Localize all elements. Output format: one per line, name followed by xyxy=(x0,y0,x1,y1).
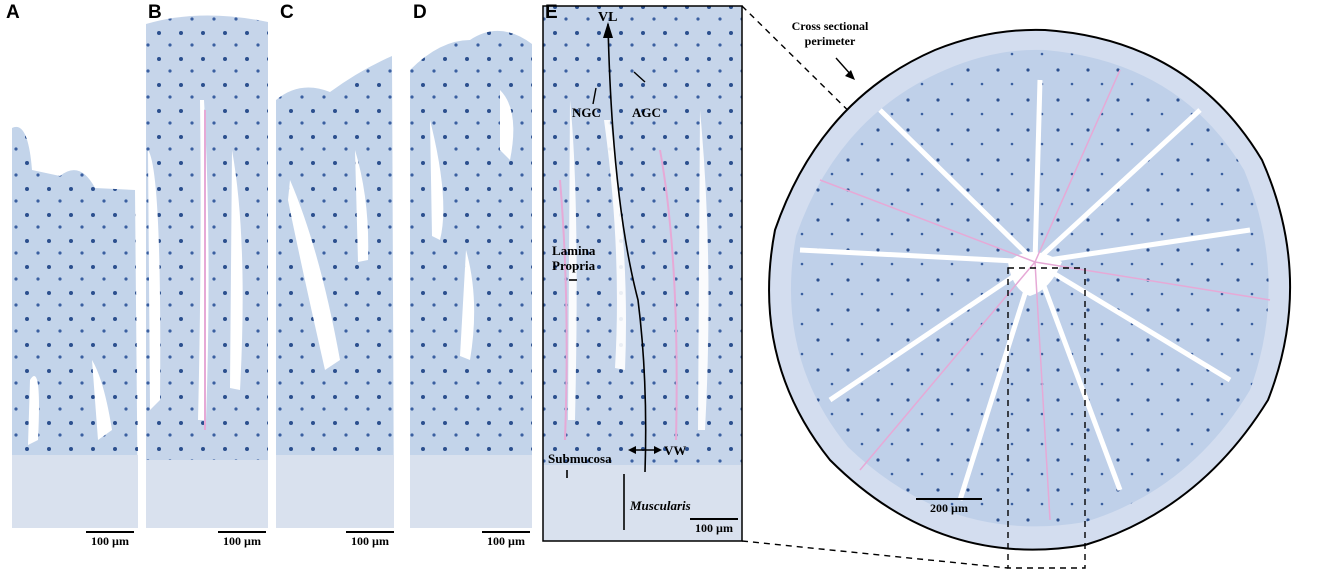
panel-c-scale-label: 100 µm xyxy=(351,534,389,548)
panel-e-frame xyxy=(542,5,743,542)
perimeter-label-1: Cross sectional xyxy=(791,19,869,33)
ngc-label: NGC xyxy=(572,105,601,120)
lamina-propria-label-2: Propria xyxy=(552,258,596,273)
panel-a-scale-label: 100 µm xyxy=(91,534,129,548)
perimeter-arrowhead xyxy=(845,70,855,80)
submucosa-label: Submucosa xyxy=(548,451,612,466)
cross-section-image xyxy=(769,29,1291,550)
zoom-box xyxy=(1007,267,1086,569)
vl-label: VL xyxy=(598,10,618,25)
vw-label: VW xyxy=(664,443,687,458)
panel-e-scale-bar: 100 µm xyxy=(688,518,740,536)
panel-c-scale-bar: 100 µm xyxy=(344,531,396,549)
panel-a-scale-bar: 100 µm xyxy=(84,531,136,549)
panel-e-scale-label: 100 µm xyxy=(695,521,733,535)
panel-c-image xyxy=(276,56,394,528)
panel-b-scale-bar: 100 µm xyxy=(216,531,268,549)
villus-length-line xyxy=(607,23,647,473)
panel-a-letter: A xyxy=(6,2,20,23)
panel-e-letter: E xyxy=(545,2,558,23)
panel-c-letter: C xyxy=(280,2,294,23)
panel-e-image xyxy=(543,6,742,541)
panel-a-image xyxy=(12,126,138,529)
panel-b-image xyxy=(146,15,268,528)
panel-d-letter: D xyxy=(413,2,427,23)
agc-arrow xyxy=(633,71,646,83)
connector-bottom xyxy=(741,540,1009,569)
agc-label: AGC xyxy=(632,105,661,120)
vl-arrowhead xyxy=(603,22,613,38)
panel-b-scale-label: 100 µm xyxy=(223,534,261,548)
perimeter-outline xyxy=(768,28,1291,551)
cross-section-scale-label: 200 µm xyxy=(930,501,968,515)
lamina-propria-label-1: Lamina xyxy=(552,243,596,258)
cross-section-scale-bar: 200 µm xyxy=(914,498,984,516)
panel-d-image xyxy=(410,30,532,529)
panel-b-letter: B xyxy=(148,2,162,23)
perimeter-label-2: perimeter xyxy=(804,34,856,48)
muscularis-label: Muscularis xyxy=(630,498,691,513)
panel-d-scale-bar: 100 µm xyxy=(480,531,532,549)
panel-d-scale-label: 100 µm xyxy=(487,534,525,548)
ngc-arrow xyxy=(592,87,597,105)
vw-arrowheads xyxy=(628,446,662,454)
